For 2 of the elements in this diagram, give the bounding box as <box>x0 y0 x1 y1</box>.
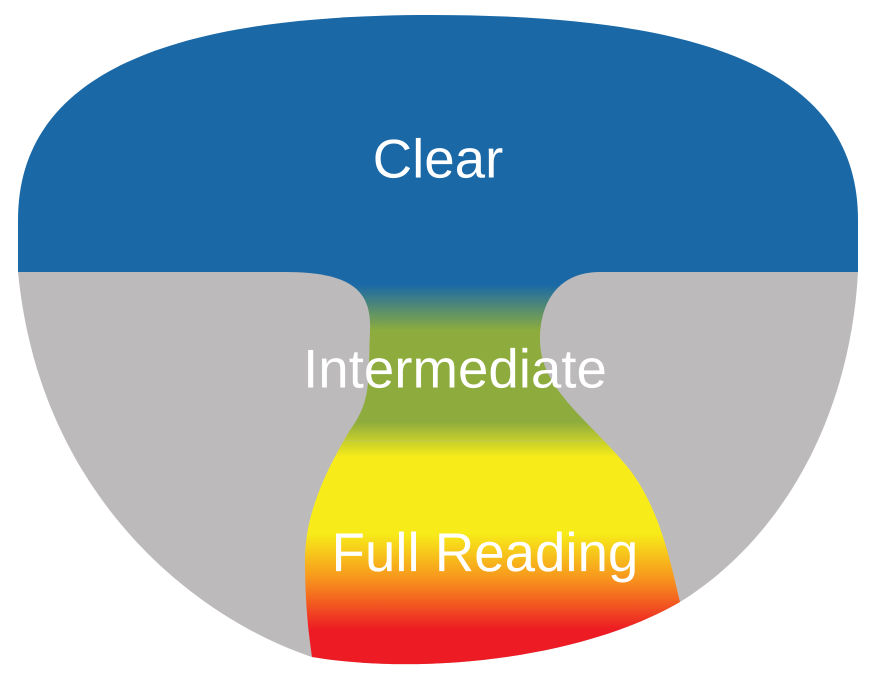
zone: Full Reading <box>336 532 635 582</box>
zone: Clear <box>18 15 858 272</box>
